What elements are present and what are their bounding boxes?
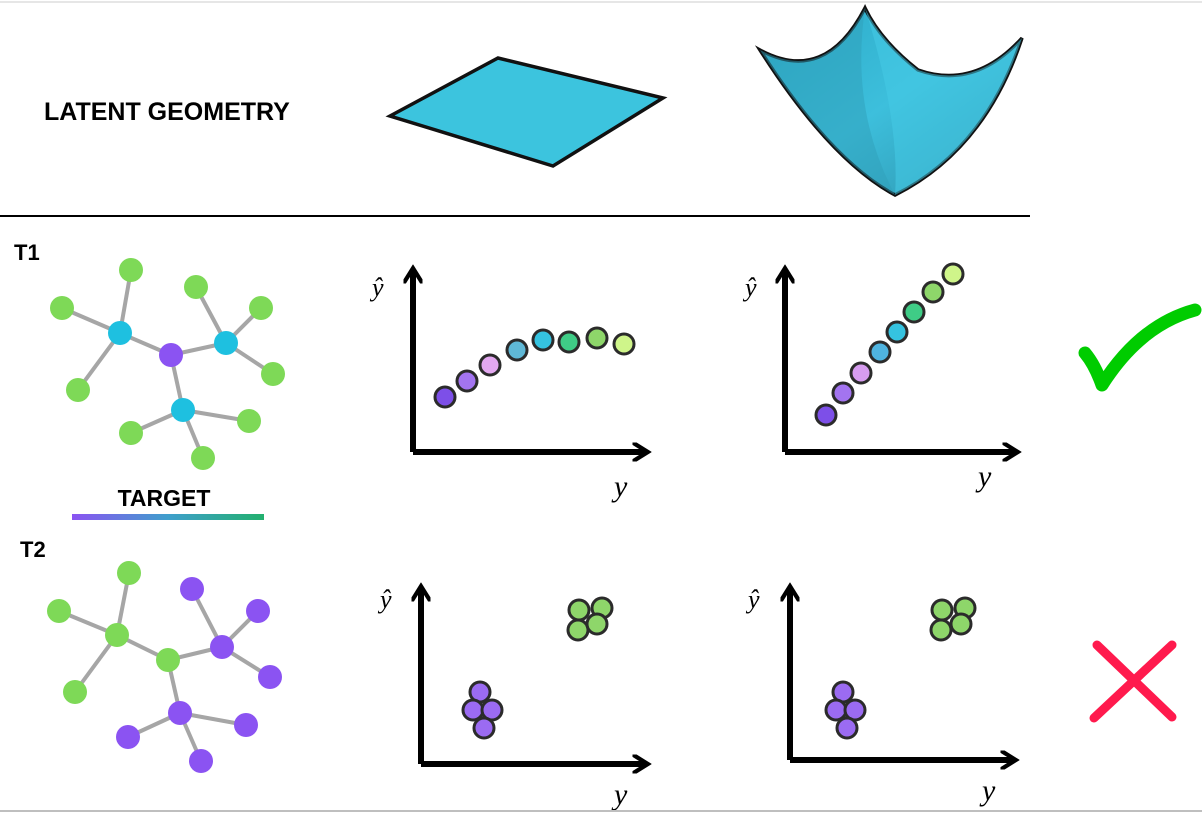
data-point [814, 403, 838, 427]
graph-node [116, 725, 140, 749]
cross-icon [1089, 640, 1177, 723]
axis-label-y: y [975, 460, 992, 493]
cluster-green [566, 596, 614, 642]
cluster-purple [824, 680, 867, 740]
graph-node [47, 599, 71, 623]
graph-node [171, 398, 195, 422]
data-point [612, 332, 636, 356]
graph-node [210, 635, 234, 659]
graph-node [66, 378, 90, 402]
target-label: TARGET [118, 485, 211, 511]
graph-node [108, 321, 132, 345]
data-point [505, 338, 529, 362]
axis-label-y: y [979, 774, 996, 807]
graph-node [234, 713, 258, 737]
row-label-t2: T2 [20, 537, 46, 562]
latent-geometry-title: LATENT GEOMETRY [44, 98, 290, 126]
row-label-t1: T1 [14, 240, 40, 265]
graph-t2 [47, 561, 282, 773]
axis-label-yhat: ŷ [745, 585, 760, 614]
check-icon [1078, 303, 1202, 392]
cluster-green [929, 596, 977, 642]
points-t1-curved [814, 262, 965, 427]
graph-node [237, 409, 261, 433]
graph-node [119, 258, 143, 282]
axis-label-yhat: ŷ [377, 585, 392, 614]
cluster-purple [461, 680, 504, 740]
data-point [930, 598, 954, 622]
graph-node [191, 446, 215, 470]
axes-t2-curved: ŷ y [745, 585, 1012, 807]
target-gradient-bar [72, 514, 264, 520]
data-point [949, 612, 973, 636]
graph-node [180, 577, 204, 601]
data-point [921, 280, 945, 304]
graph-node [189, 749, 213, 773]
axis-label-y: y [611, 778, 628, 811]
curved-surface [754, 4, 1024, 197]
axis-label-yhat: ŷ [369, 273, 384, 302]
axes-t1-curved: ŷ y [742, 272, 1014, 493]
data-point [885, 320, 909, 344]
graph-node [50, 296, 74, 320]
data-point [585, 326, 609, 350]
data-point [433, 385, 457, 409]
graph-node [105, 623, 129, 647]
axis-label-yhat: ŷ [742, 273, 757, 302]
data-point [929, 618, 953, 642]
graph-node [117, 561, 141, 585]
graph-node [214, 331, 238, 355]
data-point [566, 618, 590, 642]
data-point [902, 300, 926, 324]
data-point [455, 369, 479, 393]
data-point [472, 716, 496, 740]
graph-node [119, 421, 143, 445]
graph-node [249, 296, 273, 320]
graph-t1 [50, 258, 285, 470]
graph-node [184, 275, 208, 299]
graph-node [246, 599, 270, 623]
graph-node [63, 680, 87, 704]
data-point [868, 340, 892, 364]
graph-node [261, 362, 285, 386]
data-point [461, 698, 485, 722]
data-point [835, 716, 859, 740]
graph-node [258, 665, 282, 689]
data-point [557, 330, 581, 354]
data-point [849, 361, 873, 385]
data-point [478, 353, 502, 377]
data-point [585, 612, 609, 636]
axes-t1-flat: ŷ y [369, 272, 644, 503]
data-point [824, 698, 848, 722]
data-point [941, 262, 965, 286]
graph-node [156, 648, 180, 672]
axes-t2-flat: ŷ y [377, 585, 644, 811]
graph-node [168, 701, 192, 725]
graph-node [159, 343, 183, 367]
axis-label-y: y [611, 470, 628, 503]
data-point [567, 598, 591, 622]
data-point [831, 381, 855, 405]
data-point [531, 328, 555, 352]
flat-plane-surface [385, 56, 668, 168]
points-t1-flat [433, 326, 636, 409]
